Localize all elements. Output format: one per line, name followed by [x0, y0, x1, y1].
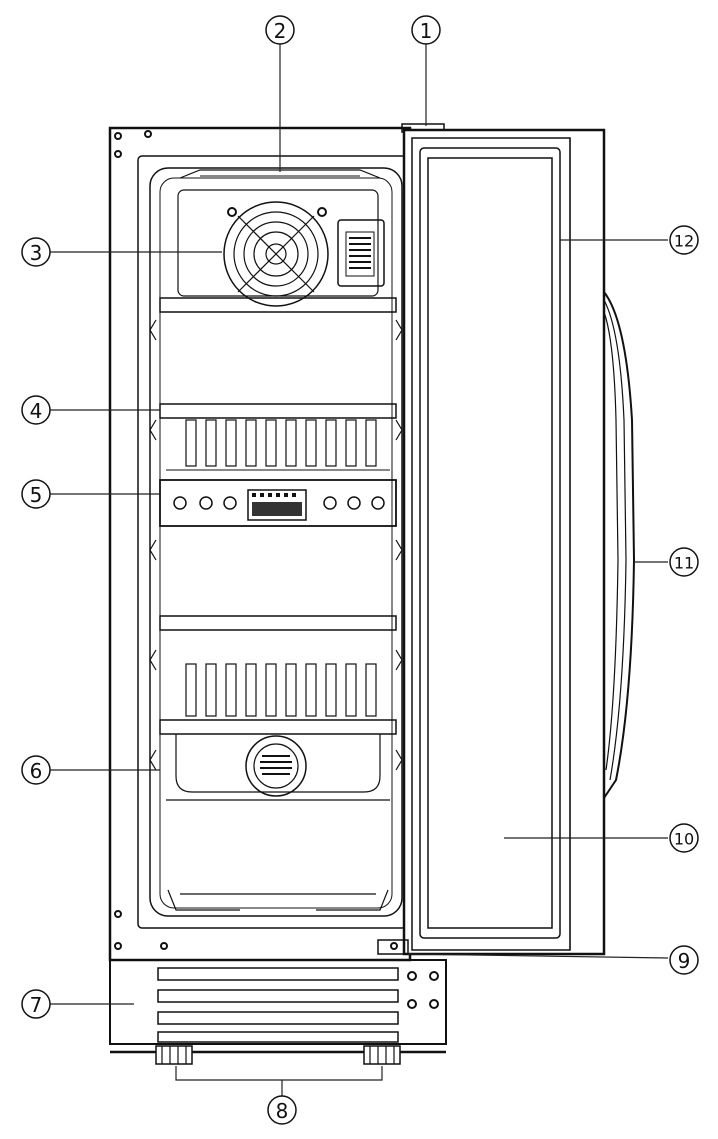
callout-9: 9 — [678, 949, 691, 973]
callout-2: 2 — [274, 19, 287, 43]
callout-8: 8 — [276, 1099, 289, 1123]
callout-7: 7 — [30, 993, 43, 1017]
cabinet — [108, 126, 412, 962]
callout-9-circle — [669, 945, 699, 975]
fan-assembly — [177, 189, 385, 307]
callout-3-circle — [21, 237, 51, 267]
shelf-top — [159, 297, 397, 313]
callout-5-circle — [21, 479, 51, 509]
callout-11: 11 — [674, 554, 694, 573]
callout-12: 12 — [674, 232, 694, 251]
callout-8-circle — [267, 1095, 297, 1125]
callout-1: 1 — [420, 19, 433, 43]
shelf-with-bottles — [159, 403, 397, 471]
glass-door — [377, 123, 606, 956]
door-handle — [603, 291, 636, 799]
callout-3: 3 — [30, 241, 43, 265]
callout-7-circle — [21, 989, 51, 1019]
control-panel — [159, 479, 397, 527]
callout-6: 6 — [30, 759, 43, 783]
callout-5: 5 — [30, 483, 43, 507]
shelf-lower-with-bottles — [159, 663, 397, 735]
callout-10: 10 — [674, 830, 694, 849]
callout-1-circle — [411, 15, 441, 45]
cabinet-floor — [166, 799, 390, 911]
kickplate-grille — [109, 959, 447, 1054]
callout-10-circle — [669, 823, 699, 853]
callout-labels: 1 2 3 4 5 6 7 8 9 10 11 12 — [30, 19, 695, 1123]
shelf-middle — [159, 615, 397, 631]
callout-circles — [21, 15, 699, 1125]
callout-4-circle — [21, 395, 51, 425]
leveling-feet — [155, 1045, 401, 1065]
callout-11-circle — [669, 547, 699, 577]
interior-vent — [175, 734, 381, 797]
leader-lines — [50, 44, 669, 1096]
shelf-rails — [149, 319, 403, 771]
callout-4: 4 — [30, 399, 43, 423]
callout-2-circle — [265, 15, 295, 45]
callout-6-circle — [21, 755, 51, 785]
callout-12-circle — [669, 225, 699, 255]
